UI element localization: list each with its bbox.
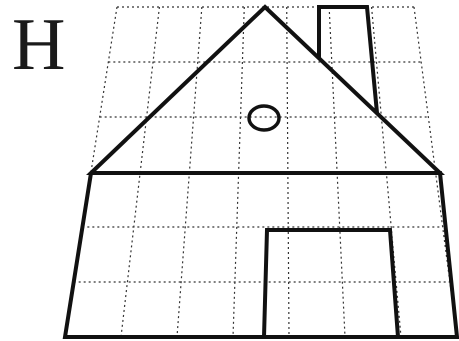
round-window xyxy=(249,106,279,130)
roof xyxy=(91,7,440,173)
walls xyxy=(65,173,457,337)
house-outline xyxy=(65,7,457,337)
door xyxy=(264,230,398,337)
chimney xyxy=(319,7,377,113)
